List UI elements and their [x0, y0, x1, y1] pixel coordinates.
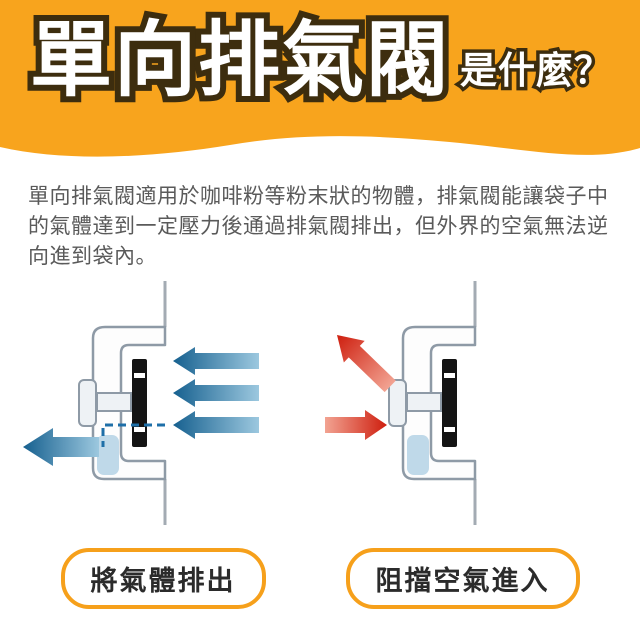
caption-exhaust-label: 將氣體排出	[90, 566, 236, 597]
valve-body	[388, 326, 477, 481]
valve-cap	[388, 379, 407, 428]
caption-block: 阻擋空氣進入	[345, 548, 580, 610]
valve-membrane	[442, 359, 457, 448]
gas-exit-arrow-icon	[23, 428, 99, 467]
caption-row: 將氣體排出 阻擋空氣進入	[0, 548, 640, 610]
diagram-exhaust	[15, 277, 315, 532]
banner-wave-background	[0, 0, 640, 157]
diagram-block	[325, 277, 625, 532]
valve-stem	[406, 392, 442, 413]
valve-stem	[96, 392, 132, 413]
valve-exit-channel	[407, 435, 429, 476]
caption-block-label: 阻擋空氣進入	[375, 566, 550, 597]
exhaust-valve-drawing	[23, 281, 259, 526]
page-subtitle: 是什麼？	[457, 47, 615, 95]
valve-membrane	[132, 359, 147, 448]
valve-exit-channel	[97, 435, 119, 476]
blocked-air-arrows-icon	[325, 335, 396, 441]
gas-path-dashed-line	[101, 423, 165, 448]
banner: 單向排氣閥 是什麼？	[0, 0, 640, 172]
caption-exhaust: 將氣體排出	[60, 548, 266, 610]
page-title: 單向排氣閥	[24, 9, 454, 112]
description-text: 單向排氣閥適用於咖啡粉等粉末狀的物體，排氣閥能讓袋子中的氣體達到一定壓力後通過排…	[28, 185, 609, 268]
valve-cap	[78, 379, 97, 428]
block-valve-drawing	[325, 281, 477, 526]
banner-title-row: 單向排氣閥 是什麼？	[24, 9, 615, 112]
diagram-row	[0, 277, 640, 532]
gas-flow-arrows-icon	[173, 347, 259, 440]
